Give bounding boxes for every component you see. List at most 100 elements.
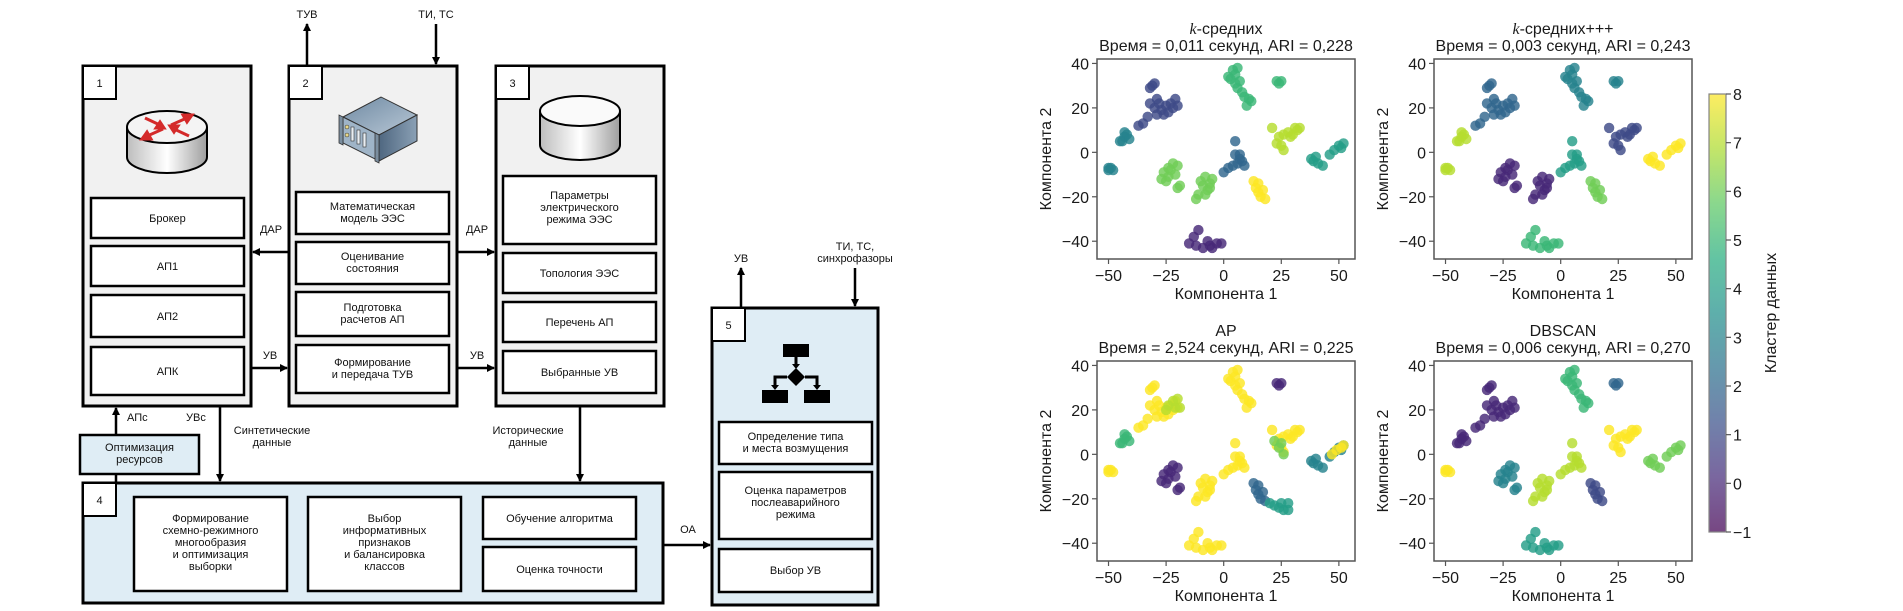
x-tick-label: −50 [1432,268,1459,285]
data-point [1553,238,1564,249]
data-point [1597,193,1608,205]
data-point [1167,102,1179,114]
y-axis-label: Компонента 2 [1375,108,1392,211]
data-point [1470,422,1481,433]
data-point [1266,122,1278,134]
data-point [1133,120,1144,131]
y-axis-label: Компонента 2 [1375,410,1392,513]
colorbar-gradient [1708,93,1727,533]
colorbar-label: Кластер данных [1763,253,1780,373]
y-tick-label: 40 [1071,358,1089,375]
label-ti-tc: ТИ, ТС [418,9,453,21]
data-point [1504,102,1516,114]
data-point [1285,433,1296,444]
data-point [1544,173,1555,185]
data-point [1170,471,1181,482]
y-tick-label: −40 [1062,234,1089,251]
data-point [1336,142,1347,154]
data-point [1571,149,1583,160]
x-tick-label: 0 [1556,268,1565,285]
data-point [1278,449,1289,460]
y-tick-label: −20 [1399,190,1426,207]
x-tick-label: 25 [1272,570,1290,587]
data-point [1241,402,1252,413]
data-point [1230,69,1241,80]
data-point [1190,495,1202,507]
data-point [1578,100,1589,111]
data-point [1114,438,1126,449]
data-point [1174,180,1186,191]
item-uv-selection: Выбор УВ [770,565,821,577]
data-point [1276,378,1287,389]
data-point [1114,136,1126,147]
x-axis-label: Компонента 1 [1512,588,1615,605]
data-point [1151,109,1163,120]
x-tick-label: −25 [1490,268,1517,285]
x-tick-label: −25 [1153,268,1180,285]
data-point [1622,433,1633,444]
data-point [1673,444,1684,456]
block-number: 5 [725,320,731,332]
data-point [1239,462,1250,473]
data-point [1488,109,1500,120]
item-ap2: АП2 [157,311,178,323]
data-point [1626,424,1638,436]
data-point [1603,122,1615,134]
colorbar-tick-label: 1 [1733,428,1742,445]
data-point [1500,162,1511,174]
data-point [1174,402,1186,413]
y-tick-label: 0 [1080,447,1089,464]
data-point [1488,93,1500,105]
data-point [1525,231,1537,242]
database-icon [539,95,621,161]
data-point [1174,482,1186,493]
data-point [1234,451,1246,462]
data-point [1170,169,1181,180]
y-tick-label: 40 [1408,56,1426,73]
x-tick-label: −50 [1432,570,1459,587]
data-point [1509,462,1520,473]
data-point [1124,133,1135,145]
colorbar-tick-label: 2 [1733,379,1742,396]
chart-title-algorithm: k-средних+++ [1512,21,1613,38]
data-point [1544,242,1555,254]
data-point [1525,533,1537,544]
data-point [1172,393,1183,404]
data-point [1207,173,1218,185]
label-oa: ОА [680,524,696,536]
points [1440,62,1686,254]
data-point [1461,435,1472,447]
data-point [1160,404,1172,416]
data-point [1504,404,1516,416]
colorbar-tick-label: 3 [1733,330,1742,347]
item-broker: Брокер [149,213,186,225]
data-point [1241,100,1252,111]
data-point [1230,438,1241,449]
data-point [1594,486,1606,498]
data-point [1440,162,1451,174]
data-point [1151,93,1163,105]
x-tick-label: −25 [1490,570,1517,587]
data-point [1149,78,1160,89]
x-tick-label: 50 [1667,268,1685,285]
y-tick-label: 0 [1417,447,1426,464]
y-tick-label: −20 [1062,492,1089,509]
data-point [1234,149,1246,160]
data-point [1622,131,1633,142]
x-tick-label: 50 [1330,570,1348,587]
data-point [1163,464,1174,476]
block-number: 2 [302,78,308,90]
data-point [1527,495,1539,507]
points [1440,364,1686,556]
y-tick-label: 40 [1408,358,1426,375]
data-point [1576,462,1587,473]
data-point [1567,371,1578,382]
colorbar-tick-label: 6 [1733,184,1742,201]
